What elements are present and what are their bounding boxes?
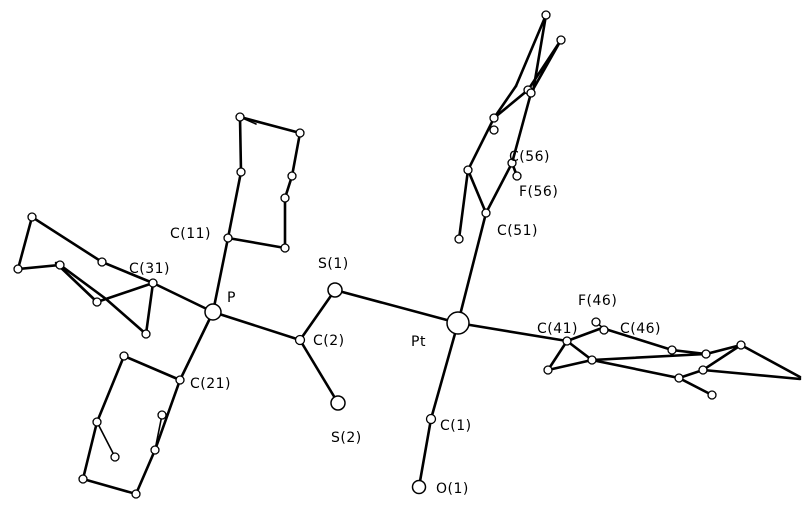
bond-p-c21 — [178, 310, 215, 382]
bonds — [16, 13, 802, 496]
atom-c31 — [148, 278, 158, 288]
atom-c2 — [294, 334, 306, 346]
bond-c2-s1 — [298, 288, 337, 342]
atom-f54 — [556, 35, 566, 45]
atoms — [13, 10, 746, 499]
label-c21: C(21) — [190, 376, 231, 392]
label-f46: F(46) — [578, 293, 617, 309]
ring-c11 — [226, 115, 302, 250]
atom-f43 — [707, 390, 717, 400]
atom-c52 — [463, 165, 473, 175]
atom-c24 — [131, 489, 141, 499]
ring-c41-c — [590, 352, 708, 362]
atom-c28 — [119, 351, 129, 361]
atom-c27 — [110, 452, 120, 462]
atom-c53b — [489, 125, 499, 135]
atom-c35 — [13, 264, 23, 274]
atom-c36 — [27, 212, 37, 222]
atom-c42b — [674, 373, 684, 383]
atom-c32 — [141, 329, 151, 339]
atom-c33 — [92, 297, 102, 307]
label-c11: C(11) — [170, 226, 211, 242]
label-pt: Pt — [411, 334, 426, 350]
ring-c41-e — [739, 343, 802, 379]
label-c31: C(31) — [129, 261, 170, 277]
ring-c41-f — [701, 368, 802, 381]
atom-c1 — [425, 413, 437, 425]
ring-c51-c — [531, 13, 548, 94]
atom-f45 — [736, 340, 746, 350]
atom-c44 — [701, 349, 711, 359]
label-s1: S(1) — [318, 256, 349, 272]
label-c2: C(2) — [313, 333, 345, 349]
atom-c46 — [599, 325, 609, 335]
ring-c51-b — [514, 13, 548, 88]
atom-c42 — [587, 355, 597, 365]
atom-c53 — [489, 113, 499, 123]
atom-c12 — [236, 167, 246, 177]
atom-s1 — [327, 282, 343, 298]
atom-c15b — [280, 193, 290, 203]
atom-p — [204, 303, 222, 321]
ring-c51-d — [457, 168, 470, 241]
atom-c26 — [92, 417, 102, 427]
atom-c51 — [481, 208, 491, 218]
atom-c43 — [698, 365, 708, 375]
atom-c37 — [97, 257, 107, 267]
label-c51: C(51) — [497, 223, 538, 239]
label-c56: C(56) — [509, 149, 550, 165]
atom-f46 — [591, 317, 601, 327]
bond-p-c2 — [211, 310, 302, 342]
bond-p-c31 — [151, 281, 215, 314]
atom-c56 — [507, 158, 517, 168]
bond-pt-c41 — [456, 321, 569, 343]
label-c41: C(41) — [537, 321, 578, 337]
atom-o1 — [411, 479, 427, 495]
atom-c22 — [157, 410, 167, 420]
label-p: P — [227, 290, 236, 306]
bond-s1-pt — [333, 288, 460, 325]
ring-c41-b — [546, 358, 594, 372]
label-f56: F(56) — [519, 184, 558, 200]
bond-p-c11 — [211, 236, 230, 314]
atom-f56 — [512, 171, 522, 181]
atom-c16 — [280, 243, 290, 253]
ring-c31 — [16, 214, 155, 337]
atom-c25 — [78, 474, 88, 484]
atom-s2 — [330, 395, 346, 411]
atom-c21 — [175, 375, 185, 385]
ring-c51-a — [492, 84, 518, 120]
atom-f53 — [541, 10, 551, 20]
atom-pt — [446, 311, 470, 335]
atom-labels: C(11) C(31) P C(21) S(1) C(2) S(2) Pt C(… — [129, 149, 661, 497]
atom-c11 — [223, 233, 233, 243]
ring-c31-inner — [95, 281, 155, 304]
atom-f42 — [543, 365, 553, 375]
atom-c41 — [562, 336, 572, 346]
atom-c23 — [150, 445, 160, 455]
atom-f52 — [454, 234, 464, 244]
atom-c45 — [667, 345, 677, 355]
atom-c15 — [287, 171, 297, 181]
atom-c14 — [295, 128, 305, 138]
ring-c41-d — [677, 376, 714, 397]
label-c1: C(1) — [440, 418, 472, 434]
bond-c2-s2 — [298, 338, 340, 405]
bond-c1-o1 — [417, 417, 433, 489]
bond-pt-c51 — [456, 211, 488, 325]
ring-c21-edge — [154, 414, 163, 451]
atom-c55 — [526, 88, 536, 98]
ring-c21-edge2 — [96, 421, 116, 458]
bond-pt-c1 — [429, 321, 460, 421]
ring-c31-inner2 — [54, 261, 99, 304]
label-o1: O(1) — [436, 481, 469, 497]
atom-c34 — [55, 260, 65, 270]
ring-c51 — [466, 39, 563, 215]
atom-c13 — [235, 112, 245, 122]
ring-c41-a — [546, 339, 569, 372]
label-c46: C(46) — [620, 321, 661, 337]
label-s2: S(2) — [331, 430, 362, 446]
